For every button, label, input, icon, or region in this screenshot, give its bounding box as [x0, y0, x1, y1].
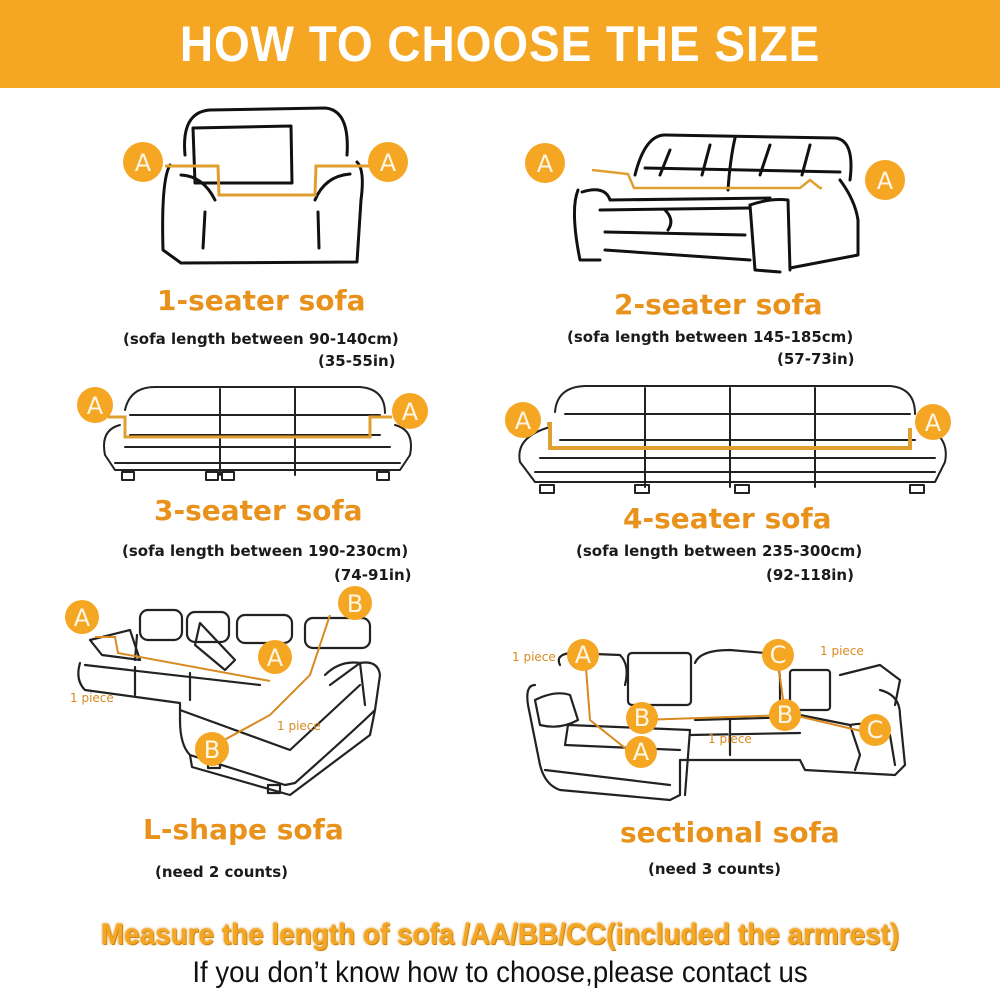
- piece-label-2: 1 piece: [277, 719, 321, 733]
- four-seater-inches: (92-118in): [766, 566, 854, 584]
- svg-text:A: A: [877, 167, 894, 195]
- svg-text:A: A: [633, 738, 650, 766]
- svg-text:A: A: [380, 149, 397, 177]
- three-seater-title: 3-seater sofa: [154, 494, 363, 527]
- one-seater-inches: (35-55in): [318, 352, 396, 370]
- marker-a-right: A: [915, 404, 951, 440]
- svg-text:A: A: [515, 407, 532, 435]
- two-seater-range: (sofa length between 145-185cm): [567, 328, 854, 346]
- piece-label-2: 1 piece: [708, 732, 752, 746]
- measure-instruction: Measure the length of sofa /AA/BB/CC(inc…: [100, 918, 900, 951]
- marker-b-right: B: [769, 699, 801, 731]
- svg-text:A: A: [402, 398, 419, 426]
- marker-b-left: B: [626, 702, 658, 734]
- piece-label-3: 1 piece: [820, 644, 864, 658]
- four-seater-title: 4-seater sofa: [623, 502, 832, 535]
- marker-c-top: C: [762, 639, 794, 671]
- piece-label-1: 1 piece: [512, 650, 556, 664]
- svg-text:A: A: [925, 409, 942, 437]
- one-seater-range: (sofa length between 90-140cm): [123, 330, 399, 348]
- svg-text:A: A: [537, 150, 554, 178]
- marker-a-left: A: [525, 143, 565, 183]
- l-shape-title: L-shape sofa: [143, 813, 344, 846]
- one-seater-title: 1-seater sofa: [157, 284, 366, 317]
- marker-a-right: A: [865, 160, 905, 200]
- svg-text:A: A: [74, 604, 91, 632]
- svg-text:B: B: [347, 590, 363, 618]
- svg-text:A: A: [135, 149, 152, 177]
- marker-b-top-right: B: [338, 586, 372, 620]
- svg-text:C: C: [770, 641, 787, 669]
- page-title: HOW TO CHOOSE THE SIZE: [179, 16, 821, 72]
- svg-text:A: A: [267, 644, 284, 672]
- marker-a-left: A: [77, 387, 113, 423]
- four-seater-range: (sofa length between 235-300cm): [576, 542, 863, 560]
- svg-text:B: B: [204, 736, 220, 764]
- marker-b-bottom: B: [195, 732, 229, 766]
- marker-a-top-left: A: [65, 600, 99, 634]
- header-banner: HOW TO CHOOSE THE SIZE: [0, 0, 1000, 88]
- one-seater-illustration: A A: [115, 100, 435, 280]
- l-shape-note: (need 2 counts): [155, 863, 289, 881]
- marker-a-right: A: [392, 393, 428, 429]
- two-seater-title: 2-seater sofa: [614, 288, 823, 321]
- piece-label-1: 1 piece: [70, 691, 114, 705]
- three-seater-inches: (74-91in): [334, 566, 412, 584]
- svg-text:A: A: [575, 641, 592, 669]
- three-seater-illustration: A A: [70, 375, 440, 490]
- sectional-note: (need 3 counts): [648, 860, 782, 878]
- svg-text:B: B: [634, 704, 650, 732]
- three-seater-range: (sofa length between 190-230cm): [122, 542, 409, 560]
- svg-text:A: A: [87, 392, 104, 420]
- sectional-title: sectional sofa: [620, 816, 840, 849]
- marker-a-right: A: [368, 142, 408, 182]
- marker-a-left: A: [123, 142, 163, 182]
- four-seater-illustration: A A: [495, 372, 960, 497]
- l-shape-illustration: 1 piece 1 piece A A B B: [40, 585, 410, 800]
- contact-note: If you don’t know how to choose,please c…: [192, 956, 808, 989]
- marker-c-right: C: [859, 714, 891, 746]
- marker-a-center: A: [258, 640, 292, 674]
- two-seater-inches: (57-73in): [777, 350, 855, 368]
- marker-a-top: A: [567, 639, 599, 671]
- marker-a-bottom: A: [625, 736, 657, 768]
- sectional-illustration: 1 piece 1 piece 1 piece A A B B C C: [500, 625, 920, 805]
- two-seater-illustration: A A: [510, 110, 910, 290]
- svg-text:C: C: [867, 716, 884, 744]
- svg-text:B: B: [777, 701, 793, 729]
- marker-a-left: A: [505, 402, 541, 438]
